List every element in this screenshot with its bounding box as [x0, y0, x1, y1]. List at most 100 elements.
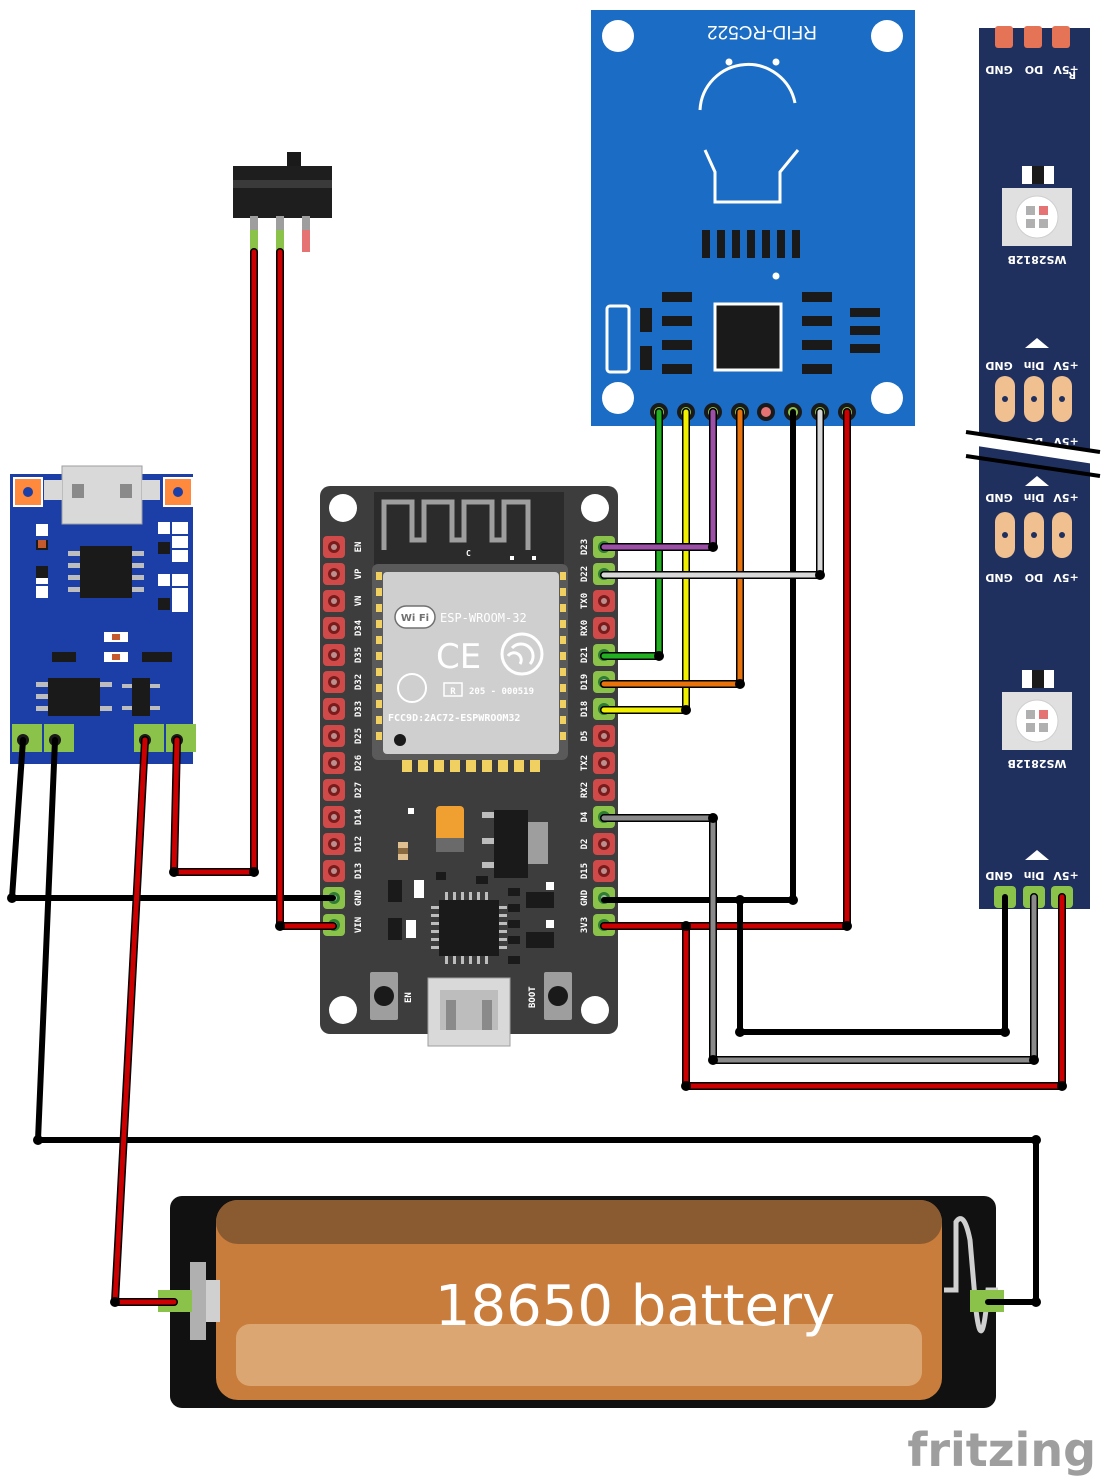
esp32-pin-label: GND — [580, 889, 590, 906]
esp32-pin-label: D18 — [580, 701, 590, 717]
esp32-pin — [323, 644, 345, 666]
cert-code: 205 - 000519 — [469, 687, 534, 697]
boot-label: BOOT — [528, 986, 538, 1008]
mount-hole — [602, 382, 634, 414]
esp32-pin — [323, 590, 345, 612]
esp32-pin-label: D26 — [354, 755, 364, 771]
esp32-pin-label: VP — [354, 568, 364, 579]
esp32-pin — [323, 698, 345, 720]
battery-negative-contact — [190, 1262, 206, 1340]
esp32-pin-label: D14 — [354, 808, 364, 825]
esp32-pin-label: VIN — [354, 917, 364, 933]
esp32-right-header — [593, 536, 615, 936]
strip-pin-label: +5V — [1053, 491, 1079, 504]
ws2812b-strip: R GNDDO+5VGNDDin+5VGNDDO+5VGNDDin+5VGNDD… — [964, 26, 1107, 909]
slide-switch — [233, 152, 332, 252]
strip-pin-label: DO — [1025, 571, 1043, 584]
bluetooth-mark — [500, 632, 544, 676]
esp32-pin — [323, 833, 345, 855]
esp32-pin-label: D15 — [580, 863, 590, 879]
wire-battery-positive — [111, 736, 178, 1306]
esp32-pin-label: D21 — [580, 647, 590, 663]
usb-uart-chip — [439, 900, 499, 956]
esp32-pin-label: 3V3 — [580, 917, 590, 933]
esp32-pin — [323, 563, 345, 585]
mount-hole — [871, 382, 903, 414]
antenna-arc — [698, 62, 797, 111]
esp32-pin-label: D22 — [580, 566, 590, 582]
esp32-devkit-board: C Wi Fi ESP-WROOM-32 CE R 205 - 000519 F… — [320, 486, 618, 1047]
esp32-pin — [323, 752, 345, 774]
pcb-antenna — [381, 499, 531, 550]
esp32-pin-label: D12 — [354, 836, 364, 852]
strip-pin-label: +5V — [1053, 359, 1079, 372]
antenna-dot — [725, 58, 733, 66]
mount-hole — [602, 20, 634, 52]
esp32-pin-label: D23 — [580, 539, 590, 555]
r-mark: R — [450, 687, 456, 697]
esp32-pin-label: D33 — [354, 701, 364, 717]
pin1-dot — [394, 734, 406, 746]
strip-pin-label: Din — [1024, 869, 1045, 882]
wire-rfid-3v3 — [600, 408, 851, 930]
esp32-pin — [323, 671, 345, 693]
esp32-pin-label: GND — [354, 889, 364, 906]
esp32-pin-label: D13 — [354, 863, 364, 879]
esp32-pin-label: D2 — [580, 839, 590, 850]
led-chip-label: WS2812B — [1007, 757, 1066, 770]
strip-pin-label: GND — [985, 571, 1012, 584]
esp32-pin-label: RX0 — [580, 620, 590, 636]
esp32-pin — [323, 536, 345, 558]
esp32-pin — [593, 617, 615, 639]
esp32-pin — [323, 617, 345, 639]
en-label: EN — [404, 992, 414, 1003]
rfid-title: RFID-RC522 — [707, 21, 817, 42]
wifi-logo: Wi Fi — [401, 613, 429, 624]
esp32-pin-label: D25 — [354, 728, 364, 744]
antenna-dot — [772, 272, 780, 280]
esp32-pin — [593, 860, 615, 882]
esp32-right-labels: D23D22TX0RX0D21D19D18D5TX2RX2D4D2D15GND3… — [580, 539, 590, 933]
resistor-row — [702, 230, 800, 258]
wires — [7, 248, 1067, 1307]
esp32-pin-label: D35 — [354, 647, 364, 663]
antenna-outline — [703, 149, 800, 204]
esp32-pin — [593, 833, 615, 855]
smd-components — [640, 292, 880, 374]
tp4056-charger-board — [10, 465, 196, 764]
rc522-chip — [713, 302, 783, 372]
esp32-pin-label: TX2 — [580, 755, 590, 771]
esp32-pin — [323, 806, 345, 828]
strip-pin-label: DO — [1025, 63, 1043, 76]
esp32-pin — [323, 860, 345, 882]
strip-pin-label: GND — [985, 359, 1012, 372]
strip-pin-label: +5V — [1053, 869, 1079, 882]
esp32-left-labels: ENVPVND34D35D32D33D25D26D27D14D12D13GNDV… — [354, 542, 364, 934]
ce-mark: CE — [436, 637, 481, 677]
esp32-pin — [593, 779, 615, 801]
strip-pin-label: +5V — [1053, 571, 1079, 584]
antenna-dot — [772, 58, 780, 66]
strip-pin-label: GND — [985, 491, 1012, 504]
crystal — [605, 304, 631, 374]
esp32-pin — [593, 590, 615, 612]
strip-pcb — [979, 28, 1090, 909]
esp32-pin — [593, 725, 615, 747]
strip-pin-label: +5V — [1053, 63, 1079, 76]
esp32-pin-label: EN — [354, 542, 364, 553]
strip-pin-label: Din — [1024, 491, 1045, 504]
led-chip-label: WS2812B — [1007, 253, 1066, 266]
battery-label: 18650 battery — [435, 1274, 835, 1339]
esp32-pin — [593, 752, 615, 774]
c-mark: C — [466, 549, 471, 558]
esp32-pin-label: D5 — [580, 731, 590, 742]
strip-pin-label: Din — [1024, 359, 1045, 372]
mount-hole — [871, 20, 903, 52]
esp32-pin-label: TX0 — [580, 593, 590, 609]
esp32-pin-label: D27 — [354, 782, 364, 798]
r-mark: R — [1068, 69, 1076, 80]
fcc-id: FCC9D:2AC72-ESPWROOM32 — [388, 713, 520, 724]
cut-line — [965, 430, 1101, 454]
esp32-pin-label: D4 — [580, 811, 590, 822]
